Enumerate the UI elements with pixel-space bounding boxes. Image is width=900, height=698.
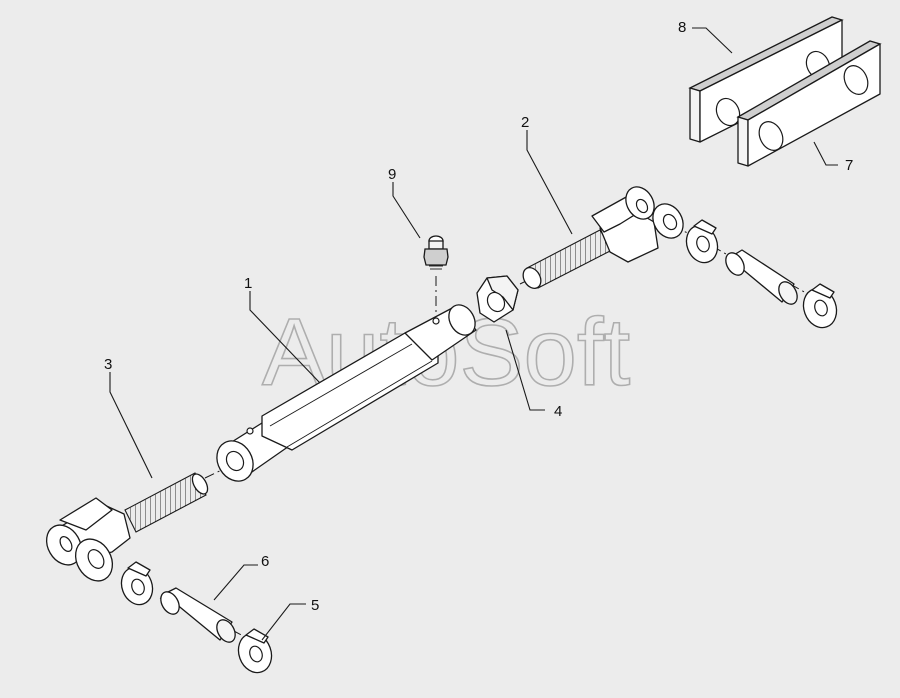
callout-7: 7 <box>845 157 853 174</box>
part-8-plate <box>688 16 844 143</box>
part-6-left-pin <box>160 587 236 643</box>
leader-line-4 <box>505 329 545 411</box>
assembly-axis-lines <box>141 225 809 638</box>
part-9-grease-fitting <box>423 235 449 270</box>
part-5-right-clip-upper <box>685 219 719 264</box>
callout-3: 3 <box>104 356 112 373</box>
callout-5: 5 <box>311 597 319 614</box>
callout-6: 6 <box>261 553 269 570</box>
leader-line-5 <box>261 603 306 641</box>
part-2-right-clevis-rod <box>522 186 684 289</box>
part-3-left-clevis-rod <box>45 472 209 582</box>
callout-4: 4 <box>554 403 562 420</box>
part-6-right-pin <box>725 249 798 305</box>
callout-8: 8 <box>678 19 686 36</box>
part-7-plate <box>736 40 882 167</box>
part-1-turnbuckle-body <box>216 304 477 482</box>
leader-line-3 <box>109 372 153 479</box>
leader-line-6 <box>213 564 258 601</box>
callout-2: 2 <box>521 114 529 131</box>
leader-line-8 <box>692 27 733 54</box>
part-5-left-clip-lower <box>237 628 273 674</box>
callout-1: 1 <box>244 275 252 292</box>
part-4-hex-nut <box>476 275 519 323</box>
part-5-left-clip-upper <box>120 561 154 606</box>
leader-line-2 <box>526 130 573 235</box>
part-5-right-clip-lower <box>802 283 838 329</box>
leader-line-1 <box>249 291 321 384</box>
leader-line-7 <box>813 141 838 166</box>
leader-lines <box>109 27 838 641</box>
leader-line-9 <box>392 182 421 239</box>
callout-9: 9 <box>388 166 396 183</box>
